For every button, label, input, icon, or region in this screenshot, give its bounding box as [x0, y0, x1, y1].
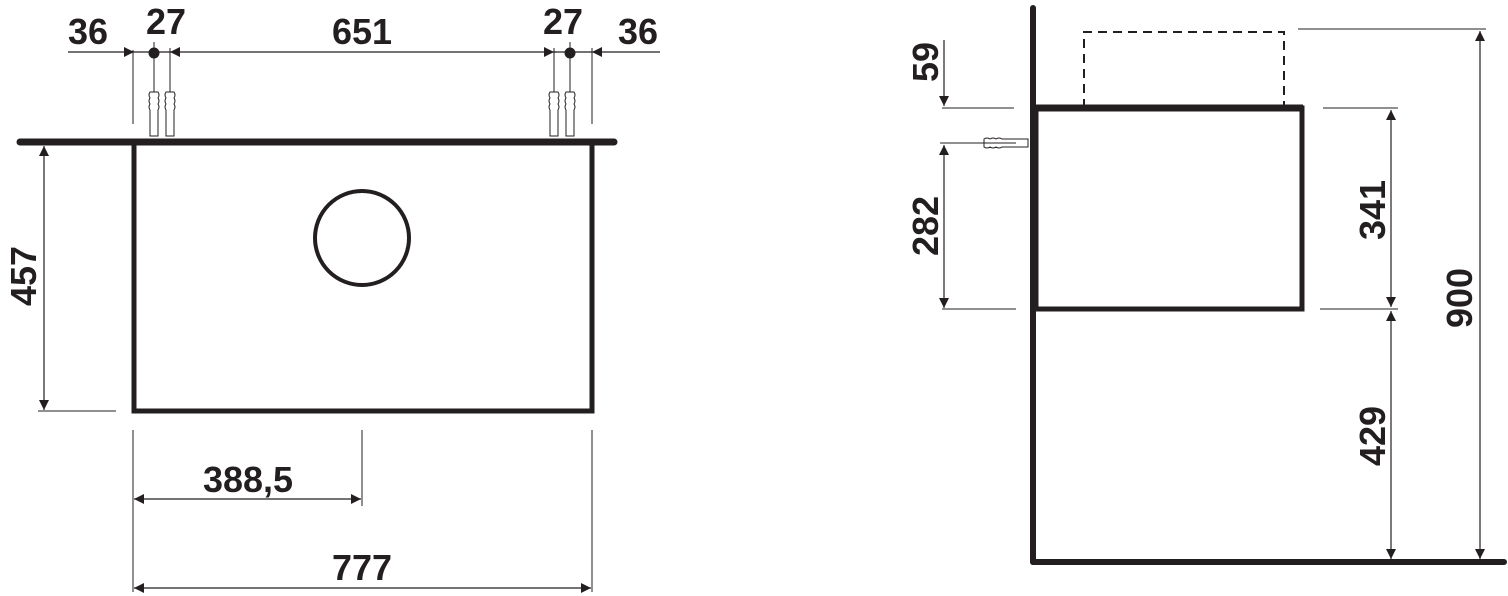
dim-label-282: 282 [905, 196, 946, 256]
dim-label-27-left: 27 [146, 1, 186, 42]
dim-label-900: 900 [1439, 268, 1480, 328]
side-view: 59 282 341 429 900 [905, 5, 1507, 565]
dim-label-36-right: 36 [618, 11, 658, 52]
dim-label-429: 429 [1352, 406, 1393, 466]
dim-label-341: 341 [1352, 180, 1393, 240]
dim-label-59: 59 [905, 42, 946, 82]
drain-hole-circle [313, 189, 411, 287]
dim-label-457: 457 [3, 246, 44, 306]
dim-label-388-5: 388,5 [203, 459, 293, 500]
dim-label-651: 651 [332, 11, 392, 52]
wall-plug-icon [148, 91, 576, 137]
dim-label-777: 777 [332, 547, 392, 588]
front-view: 36 27 651 27 36 457 388,5 777 [3, 1, 660, 593]
dim-label-36-left: 36 [68, 11, 108, 52]
cabinet-front [131, 139, 595, 414]
cabinet-side [1033, 105, 1305, 312]
wall-plug-icon [940, 137, 1029, 149]
basin-outline-dashed [1083, 31, 1285, 108]
dim-label-27-right: 27 [543, 1, 583, 42]
